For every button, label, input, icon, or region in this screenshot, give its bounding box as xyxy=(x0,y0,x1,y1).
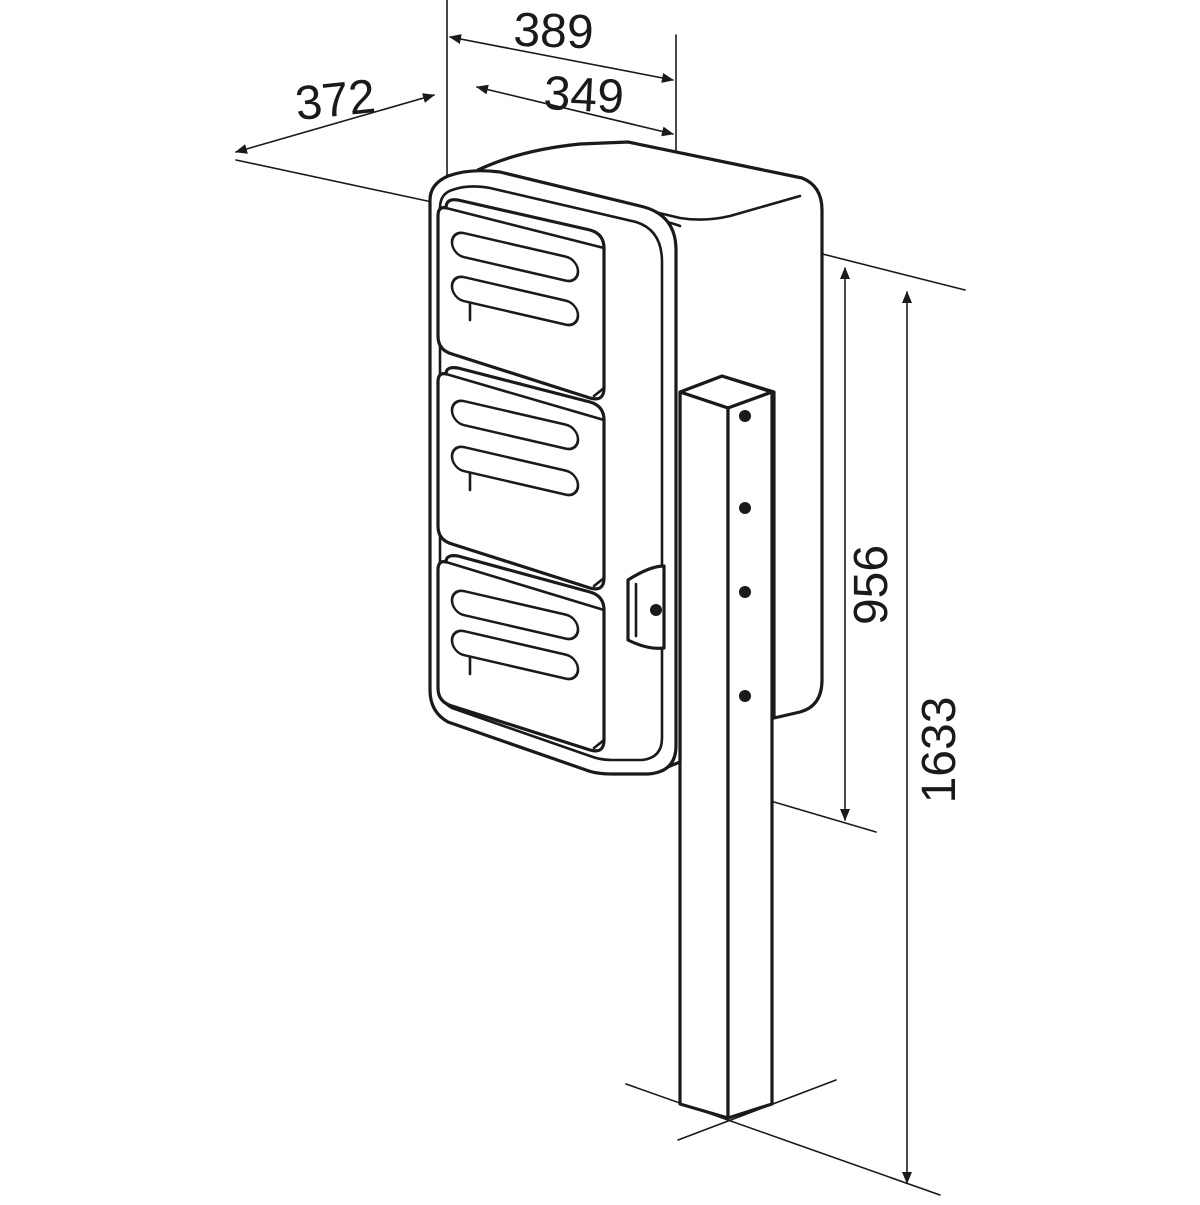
dimension-lines xyxy=(235,34,912,1184)
dim-label-956: 956 xyxy=(845,545,898,625)
compartment-2 xyxy=(436,366,606,591)
compartment-3 xyxy=(436,554,606,753)
post-hole xyxy=(739,410,751,422)
dim-line-349 xyxy=(476,84,674,137)
nameplate-slot xyxy=(450,231,580,283)
dim-label-1633: 1633 xyxy=(913,697,966,804)
compartment-1 xyxy=(436,198,606,401)
post-hole xyxy=(739,502,751,514)
post-hole xyxy=(739,586,751,598)
letter-slot xyxy=(450,629,580,681)
letter-slot xyxy=(450,445,580,497)
post xyxy=(678,374,774,1120)
post-hole xyxy=(739,690,751,702)
dim-line-389 xyxy=(449,34,674,83)
dim-label-389: 389 xyxy=(513,4,595,60)
nameplate-slot xyxy=(450,399,580,451)
latch-screw xyxy=(650,604,662,616)
nameplate-slot xyxy=(450,589,580,641)
post-mounting-holes xyxy=(739,410,751,702)
dim-label-349: 349 xyxy=(542,67,625,124)
letter-slot xyxy=(450,275,580,327)
dim-line-372 xyxy=(235,93,435,154)
dim-label-372: 372 xyxy=(293,70,378,131)
